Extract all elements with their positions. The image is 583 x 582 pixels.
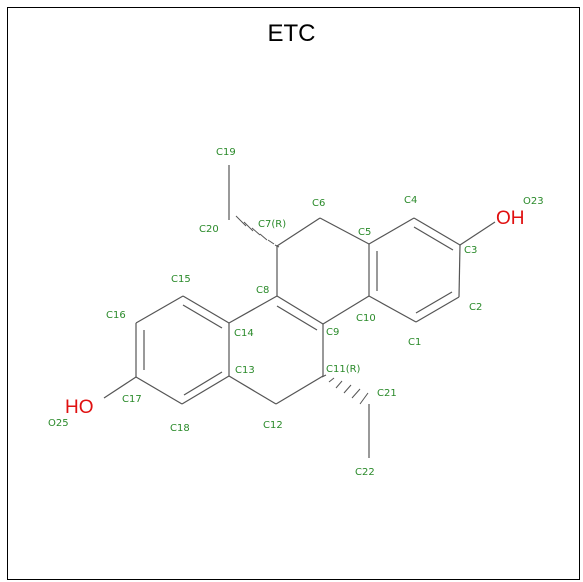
hash-bond-c11-c21	[321, 374, 369, 405]
hash-bond-c7-c20	[235, 215, 280, 248]
double-bond-c14-c15	[182, 304, 223, 329]
bond-c8-c9	[276, 295, 324, 325]
double-bond-c1-c2	[415, 291, 453, 314]
atom-label-c10: C10	[356, 313, 376, 324]
bond-c14-c8	[228, 295, 278, 324]
atom-label-c4: C4	[404, 195, 417, 206]
bond-c5-c6	[319, 217, 370, 245]
diagram-frame	[7, 7, 580, 580]
atom-label-c5: C5	[358, 227, 371, 238]
bond-c18-c13	[181, 375, 230, 405]
atom-label-c12: C12	[263, 420, 283, 431]
bond-c15-c16	[135, 295, 184, 324]
atom-label-c9: C9	[326, 327, 339, 338]
bond-c11-c12	[275, 375, 324, 405]
hydroxyl-bottom: HO	[65, 397, 94, 418]
atom-label-c16: C16	[106, 310, 126, 321]
bond-c3-o23	[459, 221, 496, 246]
hydroxyl-top: OH	[496, 208, 525, 229]
atom-label-o23: O23	[523, 196, 544, 207]
bond-lines	[103, 165, 496, 458]
atom-label-c8: C8	[256, 285, 269, 296]
atom-label-c15: C15	[171, 274, 191, 285]
bond-c9-c10	[322, 295, 370, 325]
atom-label-c7: C7(R)	[258, 219, 286, 230]
stereo-hash-bonds	[235, 215, 369, 405]
atom-label-c17: C17	[122, 394, 142, 405]
atom-label-c14: C14	[234, 328, 254, 339]
atom-label-c20: C20	[199, 224, 219, 235]
atom-label-o25: O25	[48, 418, 69, 429]
double-bond-c18-c13	[183, 371, 223, 396]
atom-label-c1: C1	[408, 337, 421, 348]
bond-c3-c4	[413, 217, 461, 246]
atom-label-c18: C18	[170, 423, 190, 434]
atom-label-c13: C13	[235, 365, 255, 376]
bond-c2-c3	[458, 244, 461, 298]
atom-label-c3: C3	[464, 245, 477, 256]
diagram-title: ETC	[267, 20, 316, 47]
atom-label-c6: C6	[312, 198, 325, 209]
atom-label-c11: C11(R)	[326, 364, 361, 375]
double-bond-c8-c9	[276, 305, 318, 331]
atom-label-c19: C19	[216, 147, 236, 158]
bond-c17-o25	[103, 376, 137, 399]
bond-c6-c7	[276, 217, 321, 247]
bond-c4-c5	[368, 217, 415, 245]
bond-c1-c2	[415, 296, 460, 323]
atom-label-c2: C2	[469, 302, 482, 313]
bond-c12-c13	[228, 375, 277, 405]
atom-label-c21: C21	[377, 388, 397, 399]
bond-c10-c1	[368, 295, 417, 323]
atom-label-c22: C22	[355, 467, 375, 478]
atom-labels: C1 C2 C3 C4 C5 C6 C7(R) C8 C9 C10 C11(R)…	[48, 147, 544, 478]
double-bond-c3-c4	[413, 226, 454, 251]
bond-c17-c18	[135, 376, 183, 405]
bond-c14-c15	[182, 295, 230, 324]
